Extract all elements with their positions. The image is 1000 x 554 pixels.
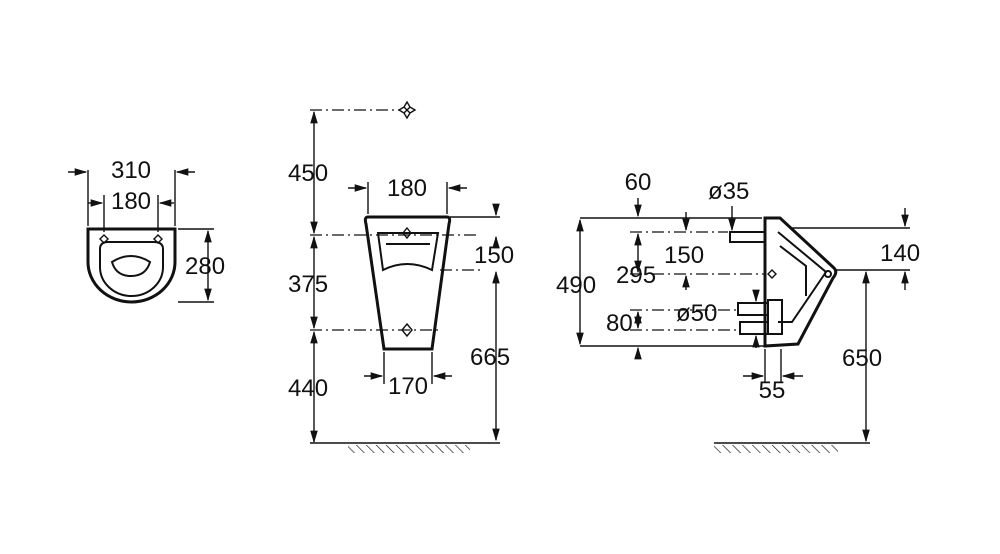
urinal-front-outline [363, 215, 452, 351]
side-inlet-pipe [729, 231, 766, 243]
front-lower-fixing [401, 322, 413, 338]
urinal-side-outline [763, 216, 838, 348]
top-offset: 150 [474, 242, 514, 269]
top-width: 180 [387, 175, 427, 202]
plan-width-holes: 180 [111, 188, 151, 215]
plan-fixing-left [99, 234, 109, 244]
front-elevation: 450 180 150 375 170 665 440 [288, 100, 514, 453]
floor-hatch-front [348, 445, 470, 453]
urinal-front-opening [376, 232, 440, 272]
floor-to-lower-fixing: 440 [288, 375, 328, 402]
outlet-depth: 55 [759, 377, 786, 404]
side-elevation: 60 ø35 150 140 490 295 ø50 80 55 650 [556, 169, 920, 453]
fixing-spacing: 375 [288, 271, 328, 298]
plan-depth: 280 [185, 253, 225, 280]
plan-drain [110, 255, 152, 278]
overall-height: 490 [556, 272, 596, 299]
side-top-offset: 150 [664, 242, 704, 269]
inlet-diameter: ø35 [708, 178, 749, 205]
inlet-cross-marker [397, 100, 417, 120]
outlet-drop: 80 [606, 310, 633, 337]
lip-height: 650 [842, 345, 882, 372]
side-upper-fixing [767, 269, 777, 279]
plan-width-total: 310 [111, 157, 151, 184]
urinal-side-inner [777, 231, 828, 323]
bottom-width: 170 [388, 373, 428, 400]
plan-inner-bowl [99, 241, 164, 297]
lip-offset: 140 [880, 240, 920, 267]
front-upper-fixing [402, 226, 412, 240]
plan-bowl-outline [86, 227, 177, 304]
height-to-inlet: 450 [288, 160, 328, 187]
outlet-diameter: ø50 [676, 300, 717, 327]
plan-view: 310 180 280 [68, 157, 225, 304]
floor-hatch-side [714, 445, 838, 453]
rim-height: 665 [470, 344, 510, 371]
plan-fixing-right [153, 234, 163, 244]
outlet-height: 295 [616, 262, 656, 289]
inlet-offset: 60 [625, 169, 652, 196]
